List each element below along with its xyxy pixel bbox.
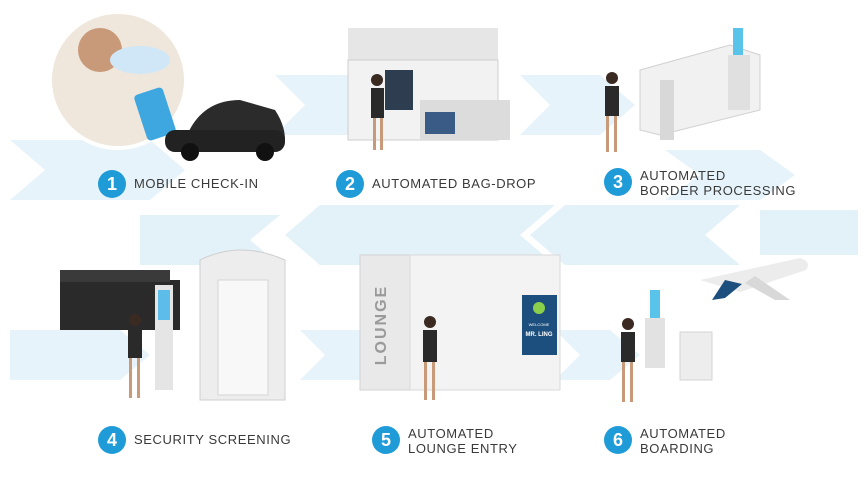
lounge-entry-illustration bbox=[359, 254, 561, 400]
step-5: 5 AUTOMATED LOUNGE ENTRY bbox=[372, 426, 518, 456]
step-label: MOBILE CHECK-IN bbox=[134, 176, 259, 191]
step-1: 1 MOBILE CHECK-IN bbox=[98, 170, 259, 198]
step-number-badge: 3 bbox=[604, 168, 632, 196]
bag-drop-illustration bbox=[347, 28, 510, 150]
lounge-screen-line2: MR. LING bbox=[526, 332, 553, 338]
step-label: AUTOMATED BORDER PROCESSING bbox=[640, 168, 797, 198]
step-label: SECURITY SCREENING bbox=[134, 432, 292, 447]
step-number-badge: 2 bbox=[336, 170, 364, 198]
step-6: 6 AUTOMATED BOARDING bbox=[604, 426, 726, 456]
step-number-badge: 1 bbox=[98, 170, 126, 198]
mobile-checkin-illustration bbox=[48, 10, 285, 161]
step-number-badge: 5 bbox=[372, 426, 400, 454]
lounge-screen-line1: WELCOME bbox=[529, 322, 550, 327]
step-label: AUTOMATED BAG-DROP bbox=[372, 176, 537, 191]
middle-flow-arrows bbox=[140, 205, 858, 265]
border-gate-illustration bbox=[605, 28, 761, 152]
security-scanner-illustration bbox=[60, 249, 286, 401]
step-label: AUTOMATED BOARDING bbox=[640, 426, 726, 456]
step-4: 4 SECURITY SCREENING bbox=[98, 426, 291, 454]
step-3: 3 AUTOMATED BORDER PROCESSING bbox=[604, 168, 796, 198]
step-2: 2 AUTOMATED BAG-DROP bbox=[336, 170, 536, 198]
step-label: AUTOMATED LOUNGE ENTRY bbox=[408, 426, 518, 456]
step-number-badge: 4 bbox=[98, 426, 126, 454]
step-number-badge: 6 bbox=[604, 426, 632, 454]
lounge-sign: LOUNGE bbox=[373, 285, 390, 365]
boarding-illustration bbox=[621, 258, 808, 402]
